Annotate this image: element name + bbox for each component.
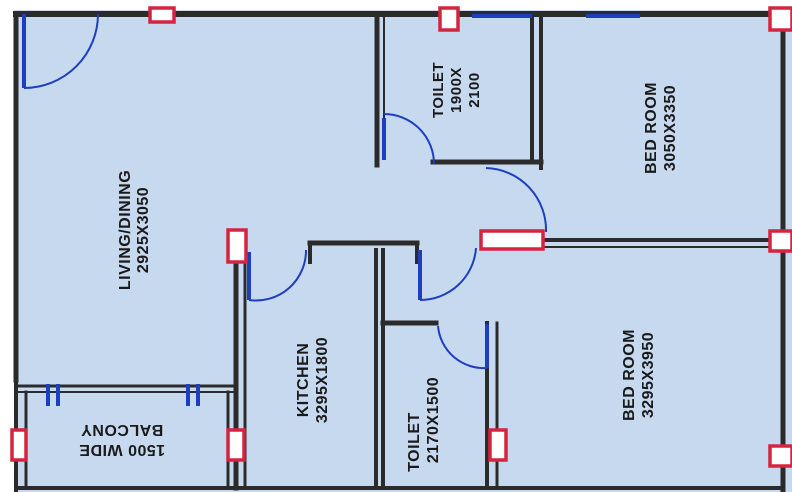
room-label-toilet2: TOILET 2170X1500 (406, 377, 442, 472)
toilet2-dims: 2170X1500 (425, 377, 442, 463)
living-name: LIVING/DINING (117, 170, 134, 290)
bed1-name: BED ROOM (643, 82, 660, 174)
kitchen-name: KITCHEN (295, 343, 312, 418)
column (488, 428, 508, 462)
bed1-door-swing (485, 167, 548, 233)
room-label-bed1: BED ROOM 3050X3350 (643, 82, 679, 174)
living-dims: 2925X3050 (135, 187, 152, 273)
entrance-door-swing (23, 13, 99, 89)
toilet1-dims-2: 2100 (466, 72, 483, 107)
room-label-kitchen: KITCHEN 3295X1800 (295, 337, 331, 423)
bed2-dims: 3295X3950 (640, 332, 657, 418)
balcony-name: BALCONY (81, 421, 164, 438)
toilet1-dims-1: 1900X (448, 67, 465, 113)
column (768, 6, 792, 32)
windows (46, 14, 640, 406)
column (479, 229, 545, 251)
kitchen-dims: 3295X1800 (314, 337, 331, 423)
doors (22, 13, 548, 370)
toilet1-name: TOILET (430, 62, 447, 118)
column (768, 229, 792, 253)
toilet1-door-swing (383, 113, 435, 165)
column (10, 428, 28, 462)
column (148, 6, 176, 24)
room-label-balcony: BALCONY 1500 WIDE (79, 421, 165, 458)
bed1-dims: 3050X3350 (662, 85, 679, 171)
columns (10, 6, 792, 468)
bed2-name: BED ROOM (621, 329, 638, 421)
column (438, 6, 460, 32)
floor-area (14, 10, 792, 492)
balcony-dims: 1500 WIDE (79, 441, 165, 458)
room-label-toilet1: TOILET 1900X 2100 (430, 62, 483, 118)
toilet2-door-swing (437, 325, 488, 370)
column (226, 428, 246, 462)
room-label-bed2: BED ROOM 3295X3950 (621, 329, 657, 421)
room-label-living: LIVING/DINING 2925X3050 (117, 170, 152, 290)
kitchen-door-swing (248, 249, 308, 302)
toilet2-name: TOILET (406, 412, 423, 472)
column (768, 444, 792, 468)
bed2-door-swing (419, 247, 477, 302)
column (226, 228, 248, 264)
